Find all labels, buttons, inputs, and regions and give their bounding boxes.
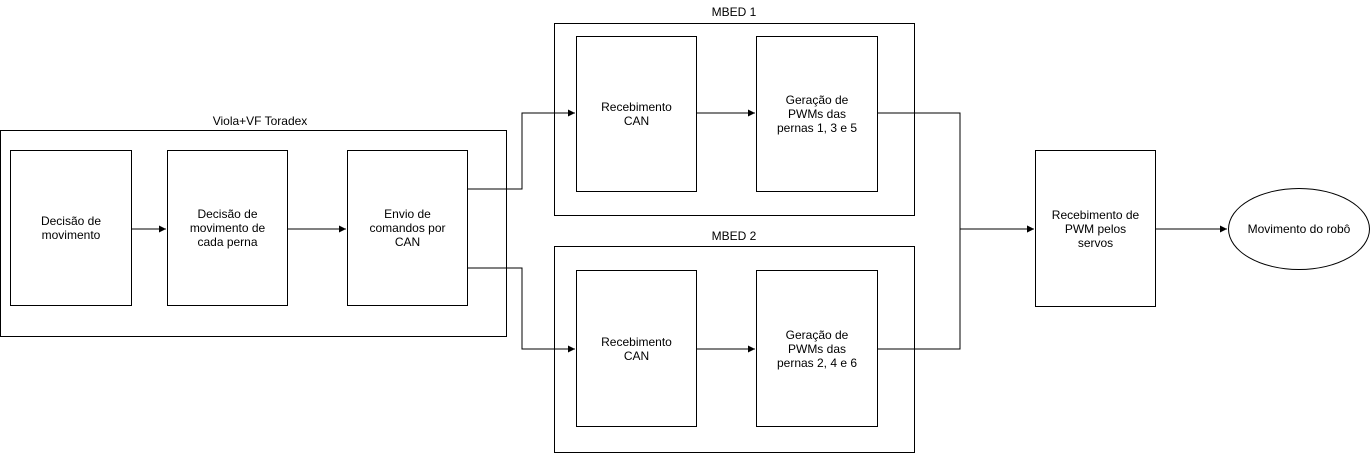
edge-envio-to-receb2	[468, 267, 575, 353]
node-recebimento-can-1: Recebimento CAN	[576, 36, 697, 192]
node-envio-can: Envio de comandos por CAN	[347, 150, 468, 306]
group-viola-label: Viola+VF Toradex	[212, 114, 308, 128]
node-recebimento-pwm-servos: Recebimento de PWM pelos servos	[1035, 150, 1156, 307]
group-viola-toradex	[0, 130, 507, 337]
group-mbed-2-label: MBED 2	[711, 229, 757, 243]
group-mbed-1	[554, 23, 915, 216]
node-geracao-pwm-1: Geração de PWMs das pernas 1, 3 e 5	[756, 36, 878, 192]
node-recebimento-can-2: Recebimento CAN	[576, 270, 697, 427]
node-decisao-perna: Decisão de movimento de cada perna	[167, 150, 288, 306]
edge-geracao2-to-servos	[878, 225, 1034, 350]
node-decisao-movimento: Decisão de movimento	[10, 150, 132, 306]
node-geracao-pwm-2: Geração de PWMs das pernas 2, 4 e 6	[756, 270, 878, 427]
group-mbed-1-label: MBED 1	[711, 5, 757, 19]
node-movimento-robo: Movimento do robô	[1228, 188, 1370, 270]
edge-envio-to-receb1	[468, 109, 575, 190]
